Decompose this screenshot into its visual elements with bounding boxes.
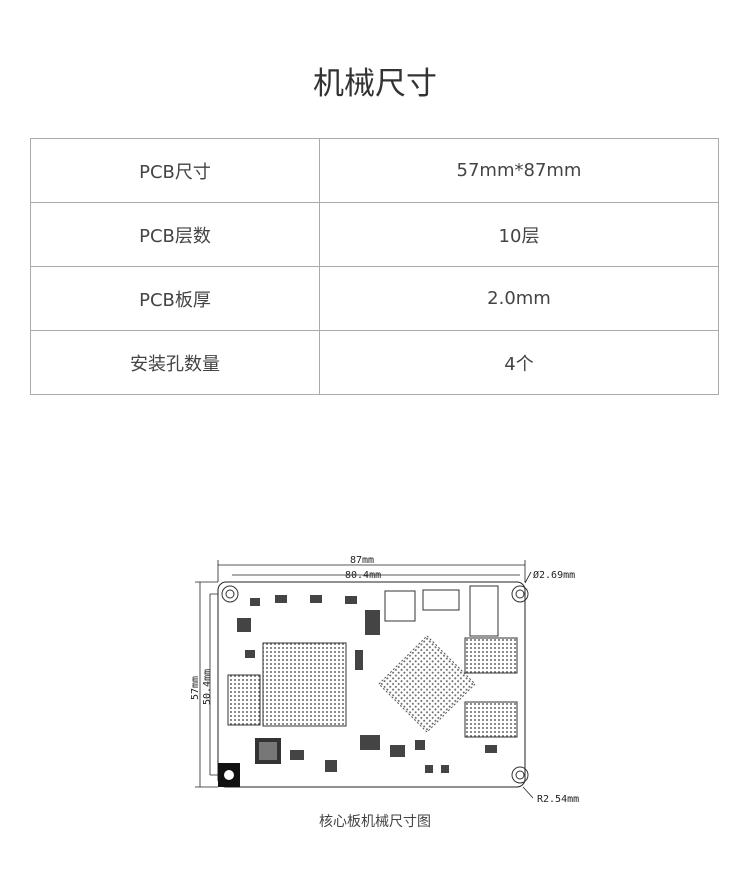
spec-value: 2.0mm: [319, 266, 719, 331]
page-title: 机械尺寸: [313, 66, 437, 102]
width-label: 87mm: [350, 555, 374, 566]
spec-label: 安装孔数量: [30, 330, 320, 395]
hole-diameter-label: Ø2.69mm: [533, 569, 575, 581]
hole-spacing-y-label: 50.4mm: [202, 669, 213, 705]
spec-label: PCB尺寸: [30, 138, 320, 203]
corner-radius-label: R2.54mm: [537, 794, 579, 805]
spec-value: 4个: [319, 330, 719, 395]
hole-spacing-x-label: 80.4mm: [345, 570, 381, 581]
figure-caption: 核心板机械尺寸图: [319, 814, 431, 830]
spec-label: PCB板厚: [30, 266, 320, 331]
board-drawing: 87mm 80.4mm Ø2.69mm R2.54mm 57mm 50.4mm: [185, 550, 605, 810]
spec-value: 57mm*87mm: [319, 138, 719, 203]
height-label: 57mm: [190, 676, 201, 700]
spec-value: 10层: [319, 202, 719, 267]
spec-label: PCB层数: [30, 202, 320, 267]
